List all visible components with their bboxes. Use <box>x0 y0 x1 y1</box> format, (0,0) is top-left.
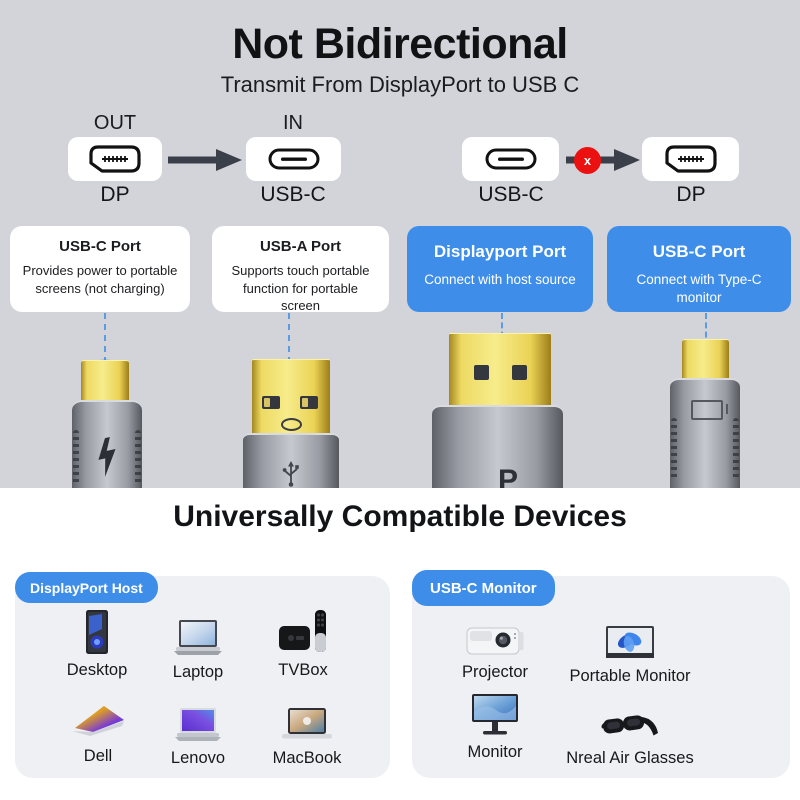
usbc-blocked-source-box <box>462 137 559 181</box>
device-tvbox: TVBox <box>258 606 348 680</box>
macbook-icon <box>279 694 335 744</box>
device-label: Nreal Air Glasses <box>566 749 694 767</box>
grip-ribs <box>73 430 79 486</box>
device-label: Projector <box>461 663 529 681</box>
usbc-monitor-plug-body <box>670 378 740 488</box>
port-card-title: USB-C Port <box>652 242 746 261</box>
usbc-monitor-badge: USB-C Monitor <box>412 570 555 606</box>
displayport-icon <box>664 145 717 173</box>
port-card-displayport: Displayport Port Connect with host sourc… <box>407 226 593 312</box>
compat-title: Universally Compatible Devices <box>173 500 627 533</box>
dp-plug-letter: P <box>498 464 519 488</box>
device-label: MacBook <box>272 749 342 767</box>
dp-plug-body: P <box>432 405 563 488</box>
device-label: Lenovo <box>170 749 226 767</box>
projector-icon <box>465 608 525 658</box>
device-lenovo: Lenovo <box>153 694 243 768</box>
device-label: Dell <box>83 747 113 765</box>
usba-plug-body <box>243 433 339 488</box>
out-label: OUT <box>93 112 137 134</box>
pointer-line <box>705 313 707 347</box>
port-card-description: Provides power to portable screens (not … <box>22 263 178 296</box>
usbc-monitor-panel <box>412 576 790 778</box>
usb-c-icon <box>485 148 536 170</box>
displayport-host-panel <box>15 576 390 778</box>
device-label: Monitor <box>467 743 523 761</box>
usbc-target-box <box>246 137 341 181</box>
dp-source-label: DP <box>100 183 130 206</box>
device-label: Laptop <box>172 663 224 681</box>
device-label: Portable Monitor <box>569 667 691 685</box>
in-label: IN <box>283 112 303 134</box>
dp-hole <box>474 365 489 380</box>
device-projector: Projector <box>447 608 543 682</box>
device-laptop: Laptop <box>153 608 243 682</box>
grip-ribs <box>671 418 677 480</box>
port-card-title: USB-A Port <box>259 238 342 255</box>
device-macbook: MacBook <box>258 694 356 768</box>
port-card-title: USB-C Port <box>59 238 141 255</box>
device-label: Desktop <box>66 661 128 679</box>
grip-ribs <box>135 430 141 486</box>
grip-ribs <box>733 418 739 480</box>
port-card-description: Supports touch portable function for por… <box>231 263 370 314</box>
port-card-usbc-monitor: USB-C Port Connect with Type-C monitor <box>607 226 791 312</box>
tv-box-icon <box>277 606 329 656</box>
page-subtitle: Transmit From DisplayPort to USB C <box>220 72 580 97</box>
page-title: Not Bidirectional <box>232 20 568 68</box>
usbc-monitor-plug-tip <box>682 339 729 380</box>
port-card-description: Connect with host source <box>424 272 576 287</box>
device-portable-monitor: Portable Monitor <box>565 612 695 686</box>
dp-source-box <box>68 137 162 181</box>
pointer-line <box>501 313 503 347</box>
laptop-icon <box>172 608 224 658</box>
dp-blocked-target-box <box>642 137 739 181</box>
usbc-plug-tip <box>81 360 129 403</box>
pointer-line <box>288 313 290 363</box>
portable-monitor-icon <box>604 612 656 662</box>
usba-plug-tip <box>252 359 330 436</box>
arrow-right-icon <box>168 149 242 171</box>
device-desktop: Desktop <box>52 606 142 680</box>
usbc-target-label: USB-C <box>260 183 326 206</box>
dp-hole <box>512 365 527 380</box>
desktop-tower-icon <box>77 606 117 656</box>
dell-2in1-icon <box>68 692 128 742</box>
ar-glasses-icon <box>598 694 662 744</box>
device-label: TVBox <box>278 661 328 679</box>
usbc-plug-body <box>72 400 142 488</box>
dp-blocked-label: DP <box>676 183 706 206</box>
device-monitor: Monitor <box>447 688 543 762</box>
usb-c-icon <box>268 148 319 170</box>
dp-plug-tip <box>449 333 551 407</box>
blocked-x-icon: x <box>574 147 601 174</box>
pointer-line <box>104 313 106 363</box>
usba-slot <box>262 396 280 409</box>
port-card-usba: USB-A Port Supports touch portable funct… <box>212 226 389 314</box>
usba-oval-hole <box>281 418 302 431</box>
port-card-description: Connect with Type-C monitor <box>636 272 762 306</box>
lightning-bolt-icon <box>98 436 116 477</box>
device-dell: Dell <box>50 692 146 766</box>
lenovo-laptop-icon <box>172 694 224 744</box>
port-card-usbc: USB-C Port Provides power to portable sc… <box>10 226 190 312</box>
usbc-blocked-label: USB-C <box>478 183 544 206</box>
button-tick <box>726 404 728 414</box>
device-nreal-glasses: Nreal Air Glasses <box>548 694 712 768</box>
release-button <box>691 400 723 420</box>
displayport-host-badge: DisplayPort Host <box>15 572 158 603</box>
not-bidirectional-section: Not Bidirectional Transmit From DisplayP… <box>0 0 800 488</box>
port-card-title: Displayport Port <box>433 242 567 261</box>
displayport-icon <box>89 145 141 173</box>
monitor-icon <box>470 688 520 738</box>
usb-trident-icon <box>282 461 299 487</box>
usba-slot <box>300 396 318 409</box>
